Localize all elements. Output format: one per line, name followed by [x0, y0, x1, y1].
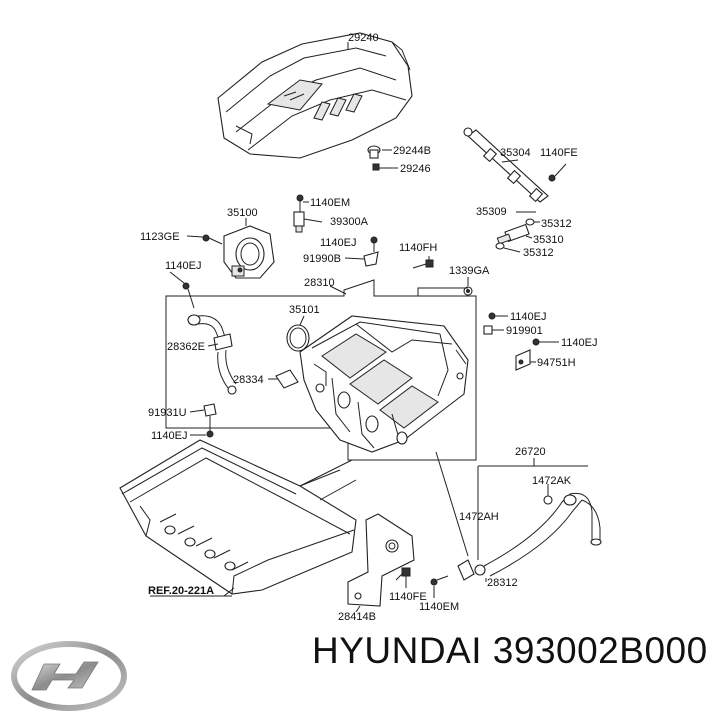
label-94751H: 94751H — [537, 357, 576, 369]
gasket-35101 — [286, 324, 310, 352]
hose-26720 — [457, 465, 602, 581]
bolt-1140FE-top — [548, 163, 567, 182]
label-29246: 29246 — [400, 163, 431, 175]
label-1140EJ-left: 1140EJ — [165, 260, 202, 272]
fuel-rail — [463, 127, 549, 203]
throttle-body — [223, 225, 275, 279]
label-28310: 28310 — [304, 277, 335, 289]
label-1140EJ-a: 1140EJ — [320, 237, 357, 249]
clip-91931U — [203, 403, 217, 438]
bracket-28414B — [347, 513, 415, 607]
cylinder-head — [119, 439, 357, 595]
label-28334: 28334 — [233, 374, 264, 386]
label-91931U: 91931U — [148, 407, 187, 419]
engine-cover — [217, 32, 413, 159]
label-28362E: 28362E — [167, 341, 205, 353]
manifold-frame — [165, 279, 477, 461]
label-35310: 35310 — [533, 234, 564, 246]
label-1123GE: 1123GE — [140, 231, 180, 243]
bolt-1140FH — [412, 259, 434, 269]
nut-1339GA — [463, 286, 473, 296]
label-1472AK: 1472AK — [532, 475, 572, 487]
label-1140FE-low: 1140FE — [389, 591, 427, 603]
bolt-29246 — [372, 163, 386, 171]
clamp-1472AK — [543, 484, 553, 505]
hose-28362E — [187, 314, 237, 395]
label-35312-a: 35312 — [541, 218, 572, 230]
gasket-28334 — [275, 369, 299, 389]
bolt-1140EJ-a — [370, 236, 378, 252]
label-35101: 35101 — [289, 304, 320, 316]
label-29240: 29240 — [348, 32, 379, 44]
label-1140EJ-right1: 1140EJ — [510, 311, 547, 323]
label-35312-b: 35312 — [523, 247, 554, 259]
label-29244B: 29244B — [393, 145, 431, 157]
label-1140EM-top: 1140EM — [310, 197, 350, 209]
bolt-1140FE-low — [395, 567, 411, 581]
bolt-1140EJ-right2 — [532, 338, 559, 346]
label-91990B: 91990B — [303, 253, 341, 265]
clip-919901 — [483, 325, 504, 335]
label-1140FE-top: 1140FE — [540, 147, 578, 159]
bracket-94751H — [515, 349, 531, 371]
label-39300A: 39300A — [330, 216, 369, 228]
bolt-1123GE — [202, 234, 223, 245]
nut-1140EM-low — [430, 575, 449, 586]
brand-part-number: HYUNDAI 393002B000 — [312, 630, 708, 671]
grommet-29244B — [367, 145, 381, 159]
label-919901: 919901 — [506, 325, 543, 337]
bracket-91990B — [363, 251, 379, 267]
label-28414B: 28414B — [338, 611, 376, 623]
label-1140FH: 1140FH — [399, 242, 437, 254]
label-ref: REF.20-221A — [148, 585, 214, 597]
hyundai-logo-icon — [11, 641, 127, 711]
injector-35310 — [495, 218, 535, 250]
label-1472AH: 1472AH — [459, 511, 499, 523]
bolt-1140EJ-left — [182, 282, 195, 309]
label-35100: 35100 — [227, 207, 258, 219]
bolt-1140EJ-right1 — [488, 312, 508, 320]
label-35304: 35304 — [500, 147, 531, 159]
label-1339GA: 1339GA — [449, 265, 490, 277]
label-35309: 35309 — [476, 206, 507, 218]
label-1140EM-low: 1140EM — [419, 601, 459, 613]
label-1140EJ-low: 1140EJ — [151, 430, 188, 442]
label-26720: 26720 — [515, 446, 546, 458]
intake-manifold — [299, 315, 469, 453]
label-28312: 28312 — [487, 577, 518, 589]
label-1140EJ-right2: 1140EJ — [561, 337, 598, 349]
sensor-39300A — [293, 194, 305, 233]
